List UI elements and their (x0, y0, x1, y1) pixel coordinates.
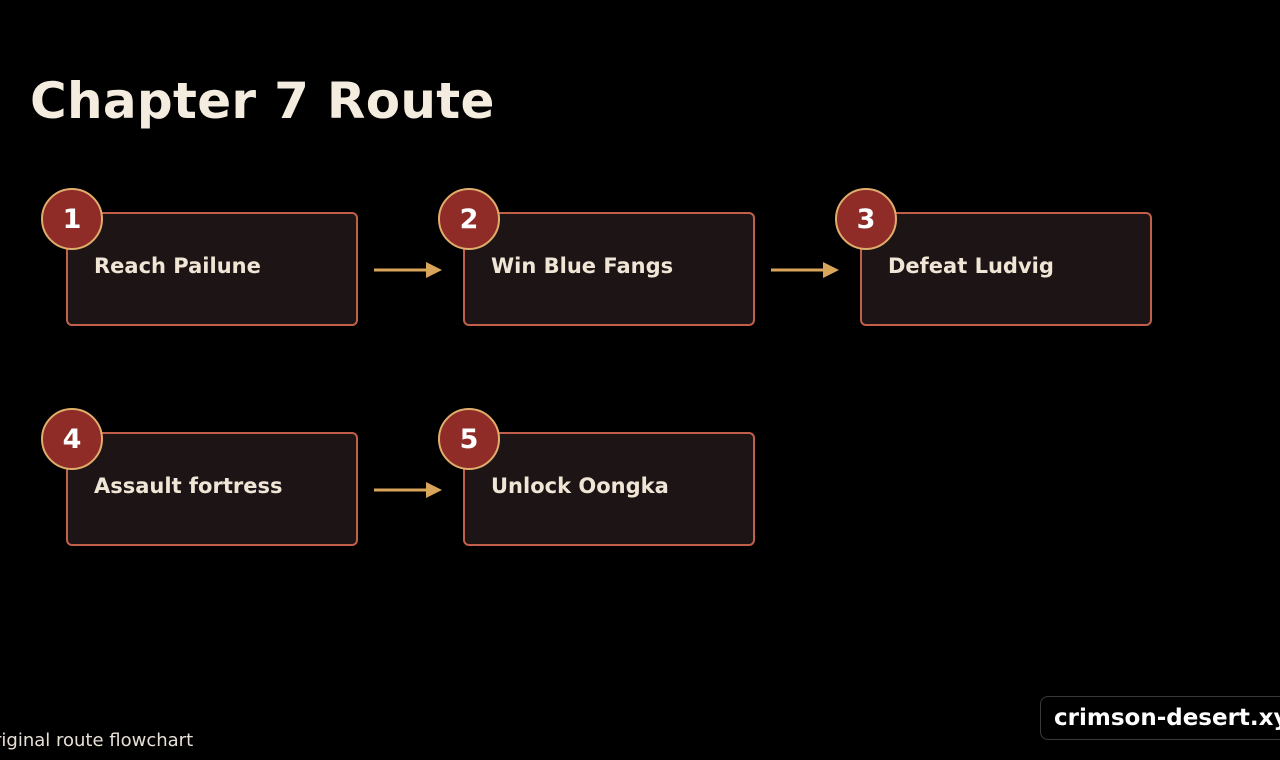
step-box-5[interactable]: Unlock Oongka (463, 432, 755, 546)
right-arrow-icon (374, 262, 442, 278)
step-box-4[interactable]: Assault fortress (66, 432, 358, 546)
step-number-badge: 1 (41, 188, 103, 250)
step-label: Win Blue Fangs (491, 254, 674, 278)
site-watermark: crimson-desert.xyz (1040, 696, 1280, 740)
figure-caption: riginal route flowchart (0, 730, 194, 751)
step-number-badge: 2 (438, 188, 500, 250)
step-number-badge: 3 (835, 188, 897, 250)
watermark-text: crimson-desert.xyz (1054, 705, 1280, 731)
step-label: Defeat Ludvig (888, 254, 1054, 278)
step-box-2[interactable]: Win Blue Fangs (463, 212, 755, 326)
step-box-1[interactable]: Reach Pailune (66, 212, 358, 326)
step-label: Unlock Oongka (491, 474, 669, 498)
right-arrow-icon (771, 262, 839, 278)
step-box-3[interactable]: Defeat Ludvig (860, 212, 1152, 326)
step-label: Assault fortress (94, 474, 283, 498)
page-title: Chapter 7 Route (30, 72, 495, 130)
right-arrow-icon (374, 482, 442, 498)
step-number-badge: 5 (438, 408, 500, 470)
step-number-badge: 4 (41, 408, 103, 470)
step-label: Reach Pailune (94, 254, 261, 278)
